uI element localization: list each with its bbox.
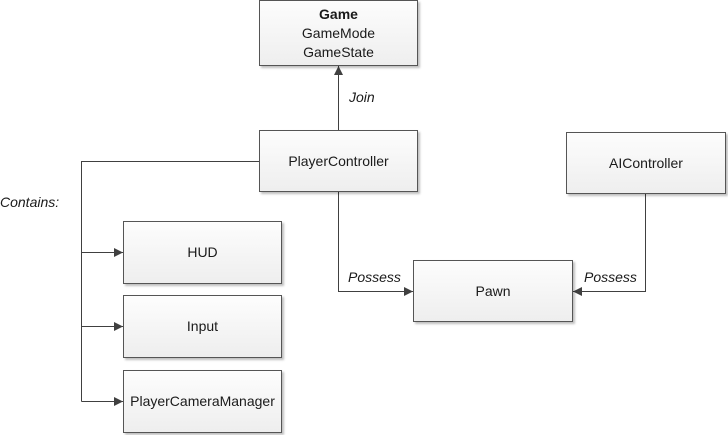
hud-label: HUD (187, 244, 218, 260)
ai-controller-node: AIController (566, 132, 726, 194)
game-node-title: Game (319, 5, 358, 22)
pawn-node: Pawn (413, 260, 573, 322)
player-controller-label: PlayerController (288, 152, 389, 169)
ai-possess-arrow (573, 194, 646, 296)
game-node-line-gamemode: GameMode (301, 24, 376, 41)
hud-node: HUD (123, 221, 282, 284)
ai-controller-label: AIController (609, 154, 683, 171)
join-label: Join (349, 89, 375, 105)
contains-bracket (81, 161, 259, 402)
ai-possess-label: Possess (584, 269, 637, 285)
game-node-line-gamestate: GameState (303, 43, 374, 60)
player-possess-label: Possess (348, 269, 401, 285)
player-possess-arrow (338, 192, 413, 296)
player-controller-node: PlayerController (259, 130, 418, 192)
game-node: Game GameMode GameState (259, 0, 418, 66)
input-label: Input (186, 318, 219, 334)
player-camera-manager-node: PlayerCameraManager (123, 370, 282, 433)
input-node: Input (123, 295, 282, 358)
pawn-label: Pawn (475, 282, 511, 299)
contains-label: Contains: (0, 194, 60, 210)
player-camera-manager-label: PlayerCameraManager (130, 393, 275, 409)
